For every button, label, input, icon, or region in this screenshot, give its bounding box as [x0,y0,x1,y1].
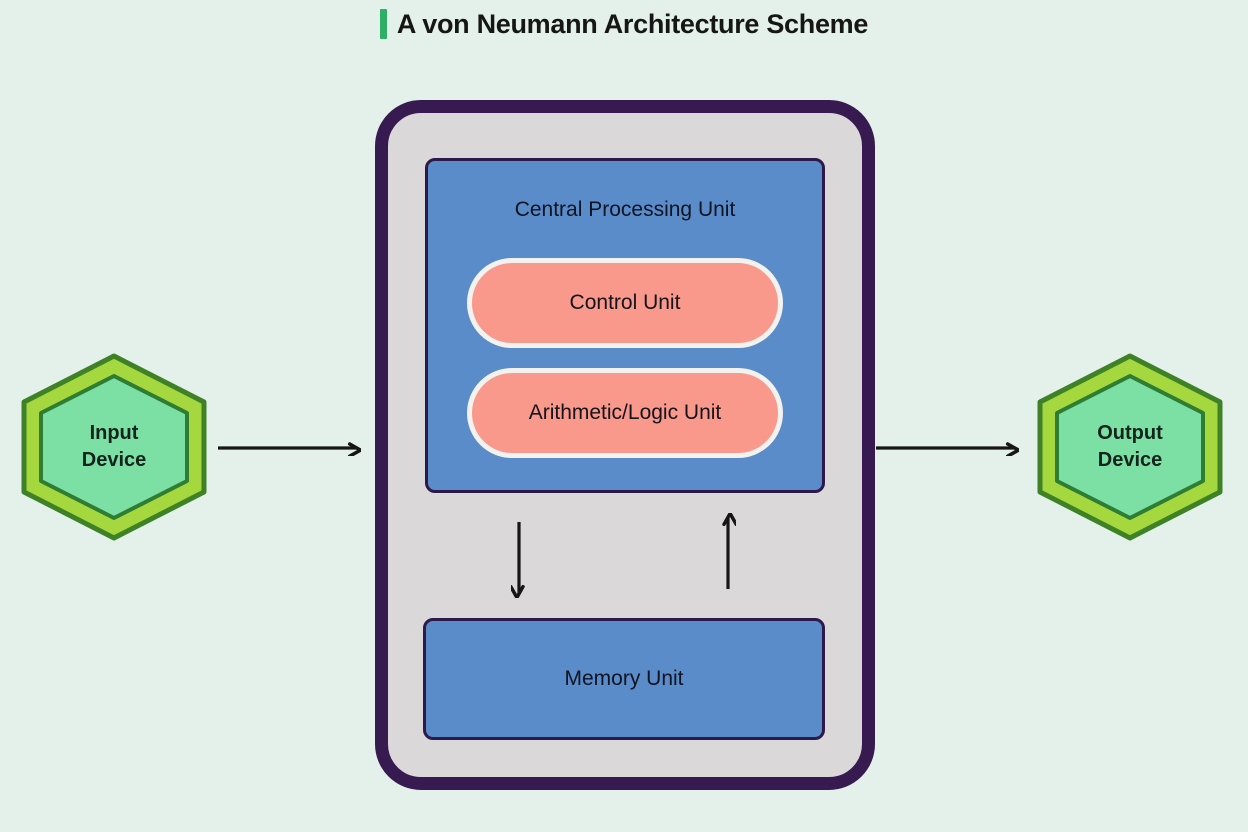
title-accent-bar [379,9,387,39]
header: A von Neumann Architecture Scheme [0,4,1248,44]
cpu-node: Central Processing Unit Control Unit Ari… [425,158,825,493]
hexagon-shape [21,353,207,541]
memory-unit-node: Memory Unit [423,618,825,740]
output-device-node: Output Device [1032,352,1228,542]
hexagon-shape [1037,353,1223,541]
cpu-label: Central Processing Unit [514,198,736,221]
page-title: A von Neumann Architecture Scheme [396,8,869,39]
memory-unit-label: Memory Unit [564,667,684,690]
control-unit-node: Control Unit [467,258,783,348]
output-device-label: Output Device [1097,422,1163,471]
input-device-label: Input Device [81,422,147,471]
control-unit-label: Control Unit [569,291,681,314]
alu-label: Arithmetic/Logic Unit [528,401,722,424]
input-device-node: Input Device [16,352,212,542]
alu-node: Arithmetic/Logic Unit [467,368,783,458]
